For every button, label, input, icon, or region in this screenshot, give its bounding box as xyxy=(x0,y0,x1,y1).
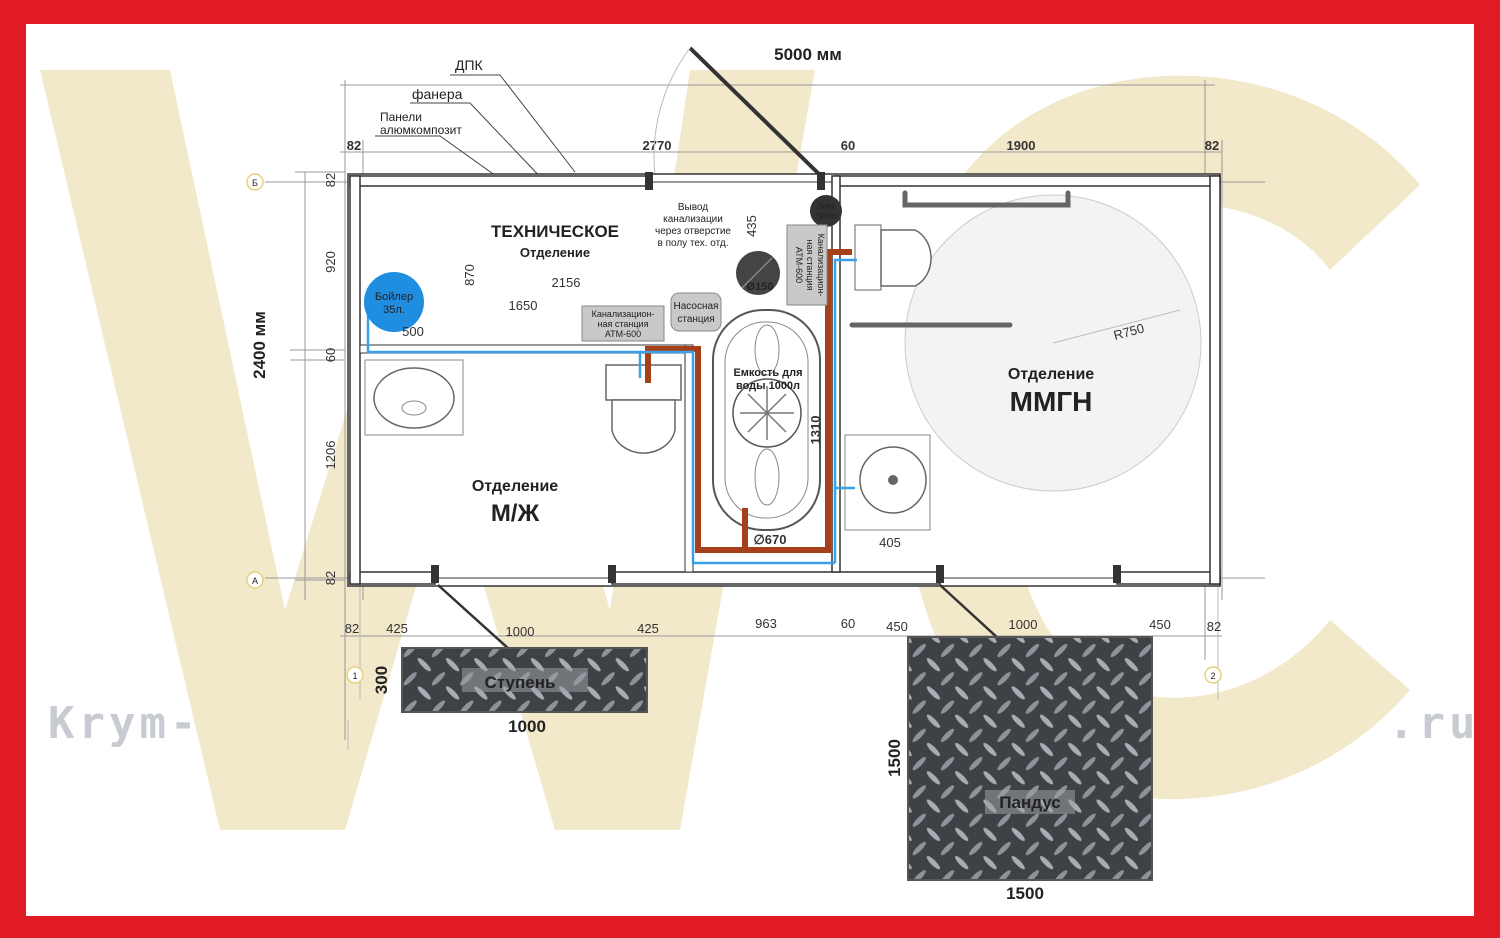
dim-870: 870 xyxy=(462,264,477,286)
kns2-line2: ная станция xyxy=(805,240,815,291)
boiler xyxy=(364,272,424,332)
tech-room-title: ТЕХНИЧЕСКОЕ xyxy=(491,222,619,241)
dim-left-60: 60 xyxy=(323,348,338,362)
step-label: Ступень xyxy=(485,673,556,692)
outlet-line4: в полу тех. отд. xyxy=(657,238,728,249)
kns1-line1: Канализацион- xyxy=(592,309,655,319)
pump-station xyxy=(670,292,722,332)
kns1-line2: ная станция xyxy=(598,319,649,329)
entry-door-top xyxy=(653,46,822,177)
dim-bottom-425b: 425 xyxy=(637,621,659,636)
mzh-room-subtitle: М/Ж xyxy=(491,500,540,527)
boiler-label-1: Бойлер xyxy=(375,291,413,303)
sink-mzh xyxy=(364,359,464,436)
dim-top-82b: 82 xyxy=(1205,138,1219,153)
sewage-station-1 xyxy=(581,305,665,342)
water-tank xyxy=(712,309,821,531)
watermark-right: .ru xyxy=(1388,698,1474,749)
outlet-line1: Вывод xyxy=(678,202,708,213)
dim-bottom-60: 60 xyxy=(841,616,855,631)
grab-bars xyxy=(849,190,1071,328)
mzh-room-title: Отделение xyxy=(472,478,558,495)
overall-width: 2400 мм xyxy=(250,311,269,379)
dim-500: 500 xyxy=(402,324,424,339)
layer-composite: алюмкомпозит xyxy=(380,123,462,137)
water-pipes xyxy=(366,258,857,565)
dim-bottom-82a: 82 xyxy=(345,621,359,636)
overall-length: 5000 мм xyxy=(774,45,842,64)
ramp-label: Пандус xyxy=(999,793,1060,812)
dim-2156: 2156 xyxy=(552,275,581,290)
dim-top-60: 60 xyxy=(841,138,855,153)
ramp-width: 1500 xyxy=(1006,884,1044,903)
layer-plywood: фанера xyxy=(412,86,463,102)
dim-left-1206: 1206 xyxy=(323,441,338,470)
axis-2: 2 xyxy=(1210,671,1215,681)
doors-bottom xyxy=(437,584,1001,651)
dim-435: 435 xyxy=(744,215,759,237)
pump-line2: станция xyxy=(677,314,714,325)
sink-mmgn xyxy=(844,434,931,531)
kns2-line3: АТМ-600 xyxy=(794,247,804,283)
dim-bottom-82b: 82 xyxy=(1207,619,1221,634)
dim-150: Ø150 xyxy=(747,281,774,293)
dim-405: 405 xyxy=(879,535,901,550)
toilet-mmgn xyxy=(854,224,932,291)
outlet-line2: канализации xyxy=(663,214,723,225)
tank-line1: Емкость для xyxy=(733,367,802,379)
electrics-box xyxy=(810,195,842,227)
step-height: 300 xyxy=(372,666,391,694)
dim-top-2770: 2770 xyxy=(643,138,672,153)
kns1-line3: АТМ-600 xyxy=(605,329,641,339)
dim-bottom-450b: 450 xyxy=(1149,617,1171,632)
toilet-mzh xyxy=(605,364,682,454)
step-width: 1000 xyxy=(508,717,546,736)
dim-top-1900: 1900 xyxy=(1007,138,1036,153)
dim-1310: 1310 xyxy=(808,416,823,445)
boiler-label-2: 35л. xyxy=(383,304,405,316)
tank-line2: воды 1000л xyxy=(736,380,800,392)
layer-panels: Панели xyxy=(380,110,422,124)
dim-bottom-450a: 450 xyxy=(886,619,908,634)
axis-markers xyxy=(246,173,1222,684)
axis-a: А xyxy=(252,576,258,586)
axis-1: 1 xyxy=(352,671,357,681)
ramp-plate xyxy=(907,636,1153,881)
elec-line2: трика xyxy=(816,211,837,220)
layer-leaders xyxy=(375,74,576,187)
sewer-pipes xyxy=(645,249,852,553)
floor-plan: Krym- .ru 5000 мм 2400 мм xyxy=(40,45,1474,903)
layer-dpk: ДПК xyxy=(455,57,484,73)
kns2-line1: Канализацион- xyxy=(816,234,826,297)
mmgn-room-title: Отделение xyxy=(1008,366,1094,383)
radius-line xyxy=(1052,309,1181,344)
dim-left-82a: 82 xyxy=(323,173,338,187)
outlet-line3: через отверстие xyxy=(655,226,731,237)
dim-bottom-963: 963 xyxy=(755,616,777,631)
dim-bottom-425a: 425 xyxy=(386,621,408,636)
wall-stubs xyxy=(431,172,1121,583)
axis-b: Б xyxy=(252,178,258,188)
dim-bottom-1000a: 1000 xyxy=(506,624,535,639)
dim-top-82a: 82 xyxy=(347,138,361,153)
watermark-left: Krym- xyxy=(48,698,200,749)
drawing-frame: Krym- .ru 5000 мм 2400 мм xyxy=(26,24,1474,916)
dim-left-920: 920 xyxy=(323,251,338,273)
dim-bottom-1000b: 1000 xyxy=(1009,617,1038,632)
dim-670: ∅670 xyxy=(753,532,786,547)
dim-left-82b: 82 xyxy=(323,571,338,585)
mmgn-room-subtitle: ММГН xyxy=(1010,386,1093,417)
elec-line1: Элек xyxy=(817,202,836,211)
pump-line1: Насосная xyxy=(674,301,719,312)
dim-1650: 1650 xyxy=(509,298,538,313)
ramp-height: 1500 xyxy=(885,739,904,777)
sewage-station-2 xyxy=(786,224,828,306)
tech-room-subtitle: Отделение xyxy=(520,245,590,260)
